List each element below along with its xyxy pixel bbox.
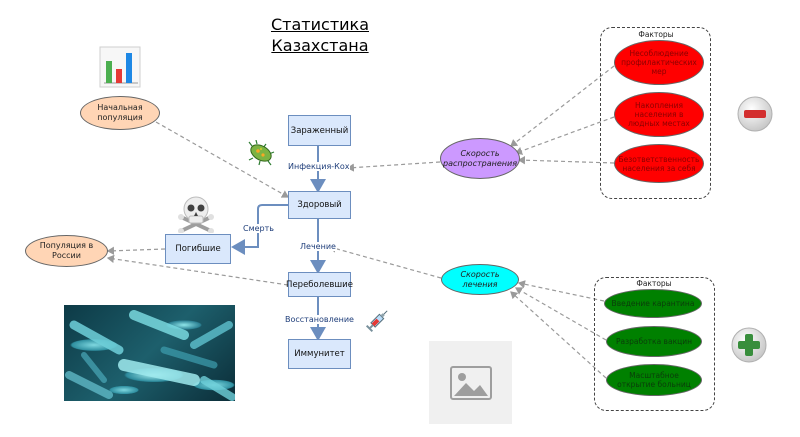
edge-factor1-spread bbox=[510, 65, 615, 147]
edge-label-infection: Инфекция-Кох bbox=[287, 162, 351, 171]
factor-negative-1[interactable]: Несоблюдение профилактических мер bbox=[614, 40, 704, 85]
node-cure-speed[interactable]: Скорость лечения bbox=[441, 264, 519, 295]
edge-cure-treatment bbox=[328, 244, 442, 279]
factor-negative-3[interactable]: Безответственность населения за себя bbox=[614, 144, 704, 183]
title-line-1: Статистика bbox=[271, 15, 369, 34]
factor-negative-2[interactable]: Накопления населения в людных местах bbox=[614, 92, 704, 137]
node-infected[interactable]: Зараженный bbox=[288, 115, 351, 146]
node-initial-population[interactable]: Начальная популяция bbox=[80, 96, 160, 130]
edge-initialpop-healthy bbox=[155, 121, 290, 198]
edge-factor2-spread bbox=[514, 116, 615, 155]
image-placeholder-icon bbox=[449, 365, 492, 400]
edge-healthy-dead bbox=[231, 204, 288, 255]
factors-group-negative-label: Факторы bbox=[638, 30, 674, 39]
edge-recovered-poprussia bbox=[106, 254, 289, 286]
syringe-icon bbox=[365, 310, 388, 333]
factor-positive-3[interactable]: Масштабное открытие больниц bbox=[606, 364, 702, 396]
edge-spread-healthy bbox=[346, 161, 441, 172]
node-population-russia[interactable]: Популяция в России bbox=[25, 235, 108, 267]
node-spread-speed[interactable]: Скорость распространения bbox=[440, 138, 520, 179]
skull-crossbones-icon bbox=[178, 196, 214, 233]
edge-factor4-cure bbox=[517, 280, 605, 302]
factor-positive-1[interactable]: Введение карантина bbox=[604, 289, 702, 318]
factors-group-negative bbox=[600, 27, 711, 199]
edge-label-treatment: Лечение bbox=[299, 242, 337, 251]
factors-group-positive-label: Факторы bbox=[636, 279, 672, 288]
plus-icon[interactable] bbox=[730, 326, 768, 364]
bar-chart-icon bbox=[99, 46, 141, 88]
bacteria-icon bbox=[248, 140, 275, 166]
node-healthy[interactable]: Здоровый bbox=[288, 191, 351, 219]
node-recovered[interactable]: Переболевшие bbox=[286, 272, 353, 297]
bacteria-photo bbox=[64, 305, 235, 401]
edge-factor3-spread bbox=[517, 155, 615, 165]
node-immune[interactable]: Иммунитет bbox=[288, 339, 351, 369]
node-dead[interactable]: Погибшие bbox=[165, 234, 231, 264]
edge-factor5-cure bbox=[514, 287, 607, 341]
edge-label-recovery: Восстановление bbox=[284, 315, 355, 324]
title-line-2: Казахстана bbox=[271, 36, 369, 55]
image-placeholder bbox=[429, 341, 512, 424]
factor-positive-2[interactable]: Разработка вакцин bbox=[606, 326, 702, 357]
factors-group-positive bbox=[594, 277, 715, 411]
edge-factor6-cure bbox=[510, 291, 607, 379]
minus-icon[interactable] bbox=[736, 95, 774, 133]
edge-label-death: Смерть bbox=[242, 224, 275, 233]
page-title: Статистика Казахстана bbox=[260, 14, 380, 56]
edge-dead-poprussia bbox=[106, 246, 166, 255]
